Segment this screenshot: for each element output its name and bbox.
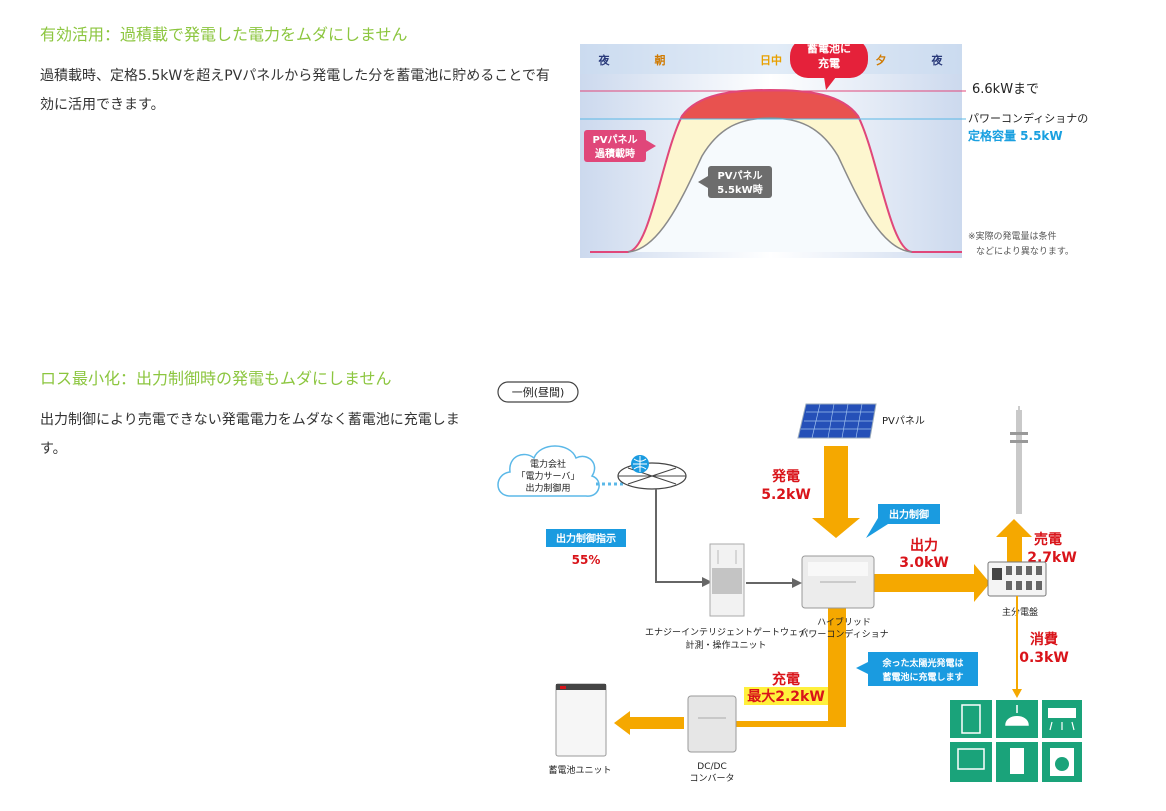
- battery-arrow: [614, 711, 684, 735]
- charge-highlight: [744, 687, 828, 705]
- cloud-icon: [497, 445, 600, 497]
- pv-normal-line1: PVパネル: [717, 170, 762, 182]
- generation-arrow: [812, 446, 860, 538]
- pv-panel-label: PVパネル: [882, 415, 925, 427]
- television-icon: [950, 742, 992, 782]
- instruction-value: 55%: [572, 553, 601, 567]
- max-label: 6.6kWまで: [972, 82, 1039, 97]
- pv-normal-line2: 5.5kW時: [717, 183, 762, 196]
- cloud-line1: 電力会社: [530, 458, 566, 470]
- control-arrowhead: [702, 577, 712, 587]
- bubble-line2: 充電: [818, 56, 840, 70]
- instruction-tag: [546, 529, 626, 547]
- time-label-daytime: 日中: [760, 53, 782, 67]
- power-conditioner-device: [801, 555, 875, 609]
- charge-value: 最大2.2kW: [747, 688, 825, 705]
- breaker-label: 主分電盤: [1002, 606, 1038, 618]
- note-line1: ※実際の発電量は条件: [968, 230, 1057, 242]
- output-control-label: 出力制御: [889, 508, 929, 521]
- control-line: [655, 489, 702, 583]
- appliance-grid: [950, 700, 1082, 782]
- overload-curve: [590, 88, 962, 253]
- rated-label-line1: パワーコンディショナの: [968, 111, 1088, 125]
- cloud-line3: 出力制御用: [525, 482, 570, 494]
- output-value: 3.0kW: [899, 555, 949, 571]
- surplus-pointer: [856, 662, 868, 674]
- consume-value: 0.3kW: [1019, 650, 1069, 666]
- section2-heading: ロス最小化：出力制御時の発電もムダにしません: [40, 369, 392, 388]
- surplus-line2: 蓄電池に充電します: [882, 671, 963, 683]
- consumption-arrowhead: [1012, 689, 1022, 698]
- example-label: 一例(昼間): [512, 385, 565, 399]
- rated-label-line2: 定格容量 5.5kW: [968, 128, 1063, 143]
- main-breaker-device: [987, 561, 1047, 597]
- sell-label: 売電: [1034, 531, 1062, 548]
- time-label-night-start: 夜: [598, 53, 611, 67]
- sell-arrow: [996, 519, 1032, 568]
- system-diagram: 一例(昼間) 電力会社 「電力サーバ」 出力制御用 出力制御指示 55% エナジ…: [497, 381, 1082, 784]
- gateway-arrowhead: [792, 578, 802, 588]
- pv-overload-line2: 過積載時: [594, 147, 635, 160]
- section1-text: 過積載時、定格5.5kWを超えPVパネルから発電した分を蓄電池に貯めることで有効…: [40, 68, 550, 113]
- pcs-line2: パワーコンディショナ: [799, 628, 888, 640]
- generation-label: 発電: [771, 468, 800, 485]
- battery-unit-device: [555, 683, 607, 757]
- section1-heading: 有効活用：過積載で発電した電力をムダにしません: [40, 25, 408, 44]
- rated-curve: [627, 117, 913, 253]
- charge-bubble: 蓄電池に 充電: [790, 44, 868, 90]
- instruction-label: 出力制御指示: [556, 532, 616, 545]
- charge-label: 充電: [772, 671, 800, 688]
- cloud-line2: 「電力サーバ」: [517, 470, 580, 482]
- bubble-line1: 蓄電池に: [807, 44, 851, 55]
- time-label-evening: 夕: [876, 53, 887, 67]
- pv-panel-icon: [797, 403, 877, 439]
- dcdc-converter-device: [687, 695, 737, 753]
- output-arrow: [874, 564, 990, 602]
- chart-header-band: [580, 44, 962, 74]
- surplus-charge-area: [680, 90, 860, 119]
- section2-text: 出力制御により売電できない発電電力をムダなく蓄電池に充電します。: [40, 412, 460, 457]
- pv-overload-tag: PVパネル 過積載時: [584, 130, 656, 162]
- output-control-pointer: [866, 518, 888, 538]
- generation-curve-chart: 夜 朝 日中 夕 夜 蓄電池に 充電 PVパネル 過積載時 PVパネル 5.5k…: [580, 44, 1088, 258]
- time-label-morning: 朝: [655, 53, 666, 67]
- pcs-line1: ハイブリッド: [817, 616, 871, 628]
- fridge-icon: [950, 700, 992, 738]
- time-label-night-end: 夜: [931, 53, 944, 67]
- dcdc-line1: DC/DC: [697, 762, 726, 772]
- gateway-device: [709, 543, 745, 617]
- internet-globe-icon: [617, 455, 687, 490]
- note-line2: などにより異なります。: [976, 246, 1074, 257]
- pv-normal-tag: PVパネル 5.5kW時: [698, 166, 772, 198]
- gateway-line2: 計測・操作ユニット: [685, 639, 766, 651]
- output-label: 出力: [910, 537, 938, 554]
- output-control-tag: [878, 504, 940, 524]
- generation-value: 5.2kW: [761, 487, 811, 503]
- surplus-line1: 余った太陽光発電は: [881, 657, 963, 669]
- example-pill: [497, 381, 579, 403]
- consume-label: 消費: [1030, 631, 1058, 648]
- dcdc-line2: コンバータ: [689, 773, 734, 784]
- surplus-tag: [868, 652, 978, 686]
- pv-overload-line1: PVパネル: [592, 134, 637, 146]
- utility-pole-icon: [1010, 406, 1028, 514]
- gateway-line1: エナジーインテリジェントゲートウェイ: [645, 626, 807, 638]
- battery-label: 蓄電池ユニット: [548, 764, 611, 776]
- air-conditioner-icon: [1042, 700, 1082, 738]
